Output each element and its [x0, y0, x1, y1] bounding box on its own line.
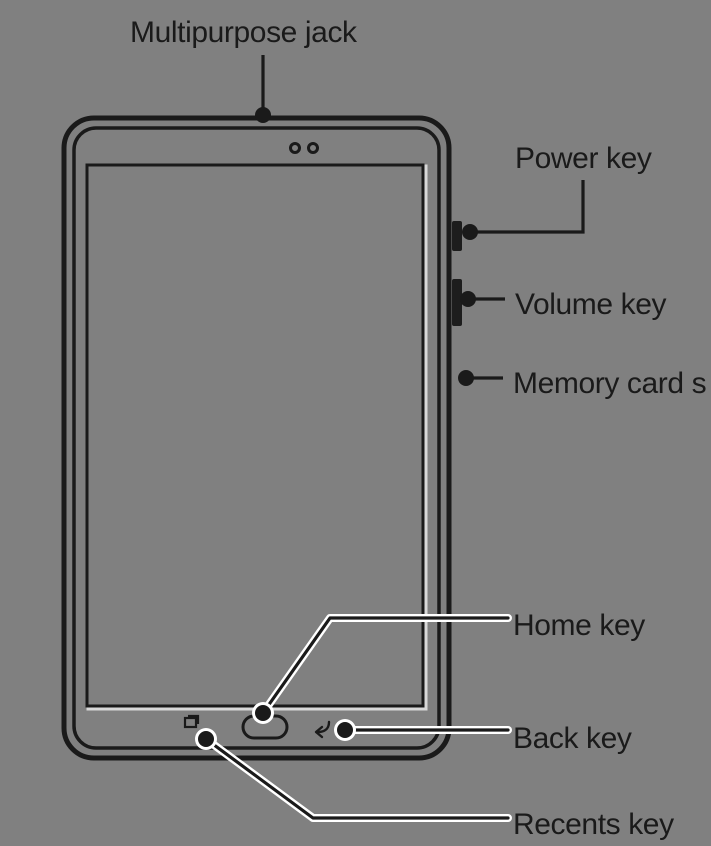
power-key-protrusion[interactable] — [452, 221, 462, 251]
callout-label-multipurpose-jack: Multipurpose jack — [130, 16, 358, 49]
volume-key-protrusion[interactable] — [452, 279, 462, 326]
leader-home-key — [252, 614, 512, 724]
leader-memory-card-slot — [458, 370, 503, 386]
callout-label-volume-key: Volume key — [515, 288, 666, 321]
callout-label-back-key: Back key — [513, 722, 632, 755]
front-camera-icon — [289, 142, 301, 154]
callout-label-memory-card-slot: Memory card s — [513, 367, 706, 400]
screen-area — [90, 168, 420, 703]
callout-label-power-key: Power key — [515, 142, 652, 175]
leader-recents-key — [195, 728, 512, 822]
proximity-sensor-icon — [307, 142, 319, 154]
callout-label-home-key: Home key — [513, 609, 645, 642]
recents-key-icon[interactable] — [183, 714, 200, 729]
tablet-inner-frame — [72, 126, 441, 750]
leader-back-key — [334, 719, 512, 741]
tablet-device — [61, 115, 462, 761]
back-key-icon[interactable] — [314, 720, 331, 739]
leader-volume-key — [460, 291, 505, 307]
callout-label-recents-key: Recents key — [513, 808, 674, 841]
leader-power-key — [462, 180, 585, 240]
leader-multipurpose-jack — [255, 55, 271, 123]
